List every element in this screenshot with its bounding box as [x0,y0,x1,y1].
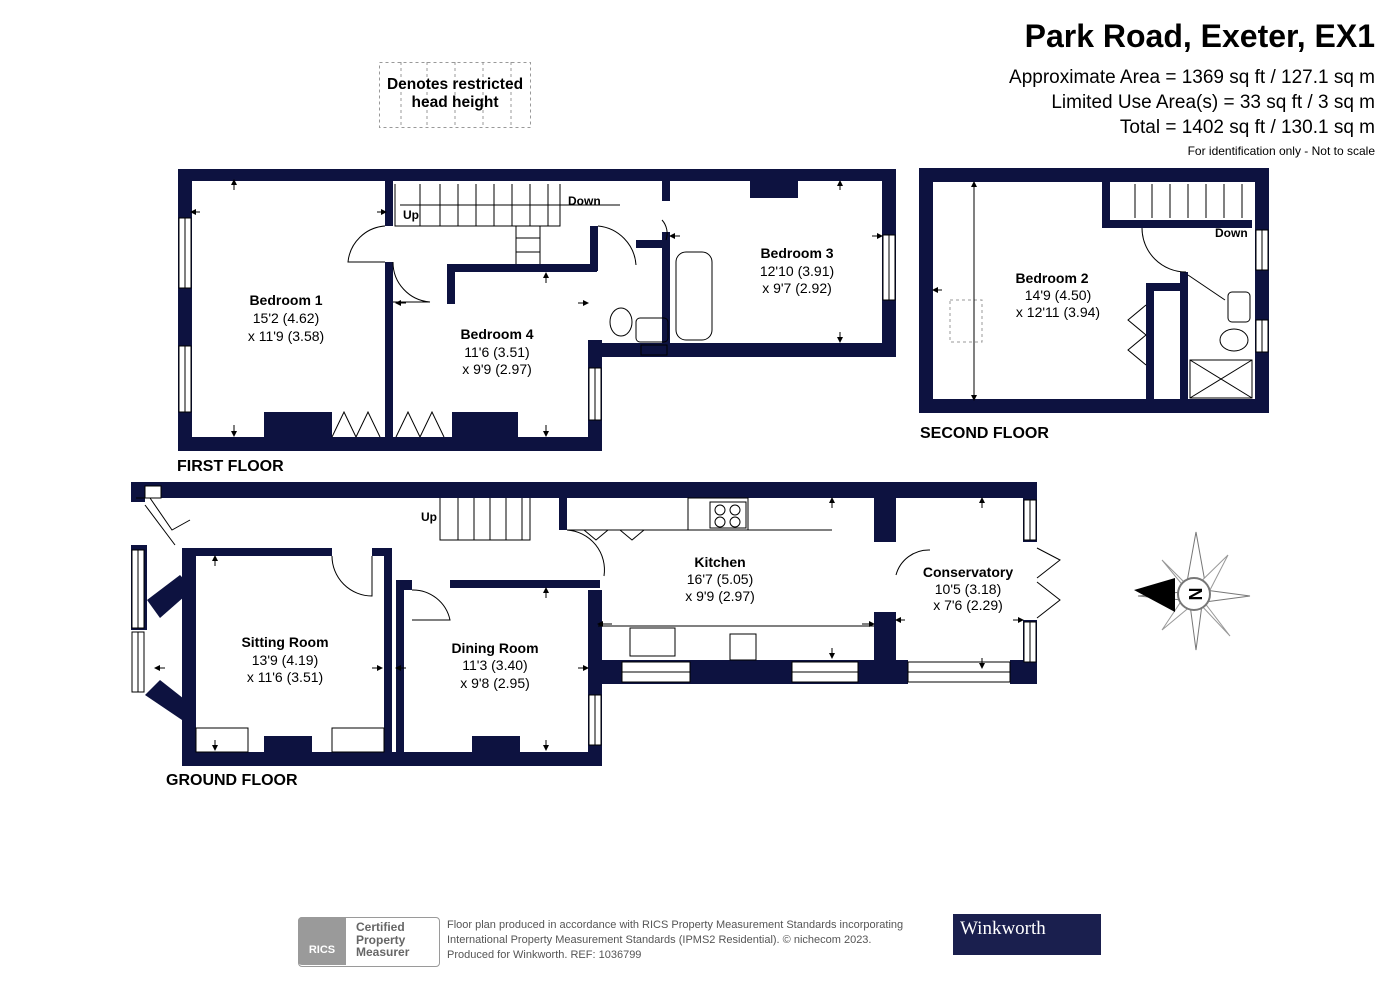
room-name: Bedroom 4 [460,326,533,342]
restricted-legend-line1: Denotes restricted [386,76,524,93]
room-dimension: x 7'6 (2.29) [933,597,1003,613]
room-name: Sitting Room [241,634,328,650]
restricted-legend-line2: head height [411,94,499,111]
room-label-kitchen: Kitchen 16'7 (5.05) x 9'9 (2.97) [685,554,755,604]
room-dimension: x 9'8 (2.95) [460,675,530,691]
room-label-bedroom-3: Bedroom 3 12'10 (3.91) x 9'7 (2.92) [760,245,834,296]
room-dimension: 16'7 (5.05) [687,571,754,587]
stair-up-label: Up [421,510,437,524]
stair-down-label: Down [568,194,601,208]
room-label-bedroom-2: Bedroom 2 14'9 (4.50) x 12'11 (3.94) [1015,270,1100,320]
ground-floor-label: GROUND FLOOR [166,772,298,789]
compass-north-label: N [1186,588,1206,601]
room-name: Conservatory [923,564,1013,580]
room-dimension: x 9'9 (2.97) [685,588,755,604]
compass-rose-icon: N [1134,531,1251,651]
room-name: Bedroom 1 [249,292,322,308]
rics-wordmark: RICS [308,944,336,956]
total-area: Total = 1402 sq ft / 130.1 sq m [1119,117,1375,138]
restricted-height-legend: Denotes restricted head height [379,76,531,112]
first-floor-plan [178,169,896,451]
footer-note-line: Floor plan produced in accordance with R… [447,919,904,931]
room-name: Dining Room [451,640,538,656]
stair-up-label: Up [403,208,419,222]
brand-name: Winkworth [960,918,1046,939]
second-floor-dimension-arrows [932,181,977,401]
room-name: Kitchen [694,554,745,570]
ground-floor-plan [131,482,1037,766]
room-dimension: 14'9 (4.50) [1025,287,1092,303]
restricted-height-key [379,62,531,128]
first-floor-dimension-arrows [190,179,883,437]
room-label-conservatory: Conservatory 10'5 (3.18) x 7'6 (2.29) [923,564,1013,613]
rics-certification-text: Certified Property Measurer [356,921,409,959]
rics-cert-line: Property [356,932,406,947]
property-title: Park Road, Exeter, EX1 [1024,18,1375,54]
room-dimension: x 11'9 (3.58) [248,328,324,344]
second-floor-plan [919,168,1269,413]
room-dimension: 11'3 (3.40) [462,657,527,673]
room-dimension: 15'2 (4.62) [253,310,320,326]
room-label-bedroom-1: Bedroom 1 15'2 (4.62) x 11'9 (3.58) [248,292,324,344]
scale-disclaimer: For identification only - Not to scale [1187,144,1375,158]
room-dimension: x 9'9 (2.97) [462,361,532,377]
footer-note-line: International Property Measurement Stand… [447,934,872,946]
approximate-area: Approximate Area = 1369 sq ft / 127.1 sq… [1009,67,1375,88]
footer-note: Floor plan produced in accordance with R… [447,918,903,963]
second-floor-label: SECOND FLOOR [920,425,1049,442]
brand-logo-box [953,914,1101,955]
room-label-bedroom-4: Bedroom 4 11'6 (3.51) x 9'9 (2.97) [460,326,533,377]
room-dimension: x 11'6 (3.51) [247,669,323,685]
room-dimension: x 12'11 (3.94) [1016,304,1100,320]
room-dimension: 13'9 (4.19) [252,652,319,668]
room-label-sitting-room: Sitting Room 13'9 (4.19) x 11'6 (3.51) [241,634,328,685]
rics-cert-line: Certified [356,920,405,934]
rics-cert-line: Measurer [356,945,410,959]
second-floor-details [949,184,1269,399]
room-dimension: 11'6 (3.51) [464,344,529,360]
rics-logo [298,917,346,965]
ground-floor-dimension-arrows [154,497,1024,751]
room-label-dining-room: Dining Room 11'3 (3.40) x 9'8 (2.95) [451,640,538,691]
first-floor-label: FIRST FLOOR [177,458,284,475]
room-name: Bedroom 2 [1015,270,1088,286]
room-name: Bedroom 3 [760,245,833,261]
footer-note-line: Produced for Winkworth. REF: 1036799 [447,949,642,961]
room-dimension: 12'10 (3.91) [760,263,834,279]
limited-use-area: Limited Use Area(s) = 33 sq ft / 3 sq m [1051,92,1375,113]
room-dimension: x 9'7 (2.92) [762,280,832,296]
room-dimension: 10'5 (3.18) [935,581,1002,597]
first-floor-details [178,184,896,438]
stair-down-label: Down [1215,226,1248,240]
